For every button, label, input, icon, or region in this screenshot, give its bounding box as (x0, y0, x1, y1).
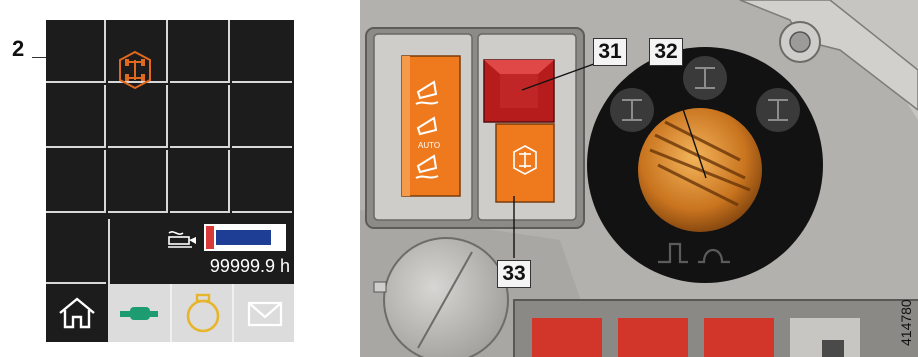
display-tile[interactable] (108, 150, 168, 213)
display-tile[interactable] (46, 150, 106, 213)
svg-text:AUTO: AUTO (418, 141, 440, 150)
hour-bar-fill (216, 230, 271, 245)
mail-icon (244, 293, 286, 333)
display-tile[interactable] (232, 85, 292, 148)
home-button[interactable] (46, 284, 108, 342)
axle-link-button[interactable] (108, 284, 170, 342)
display-tile[interactable] (108, 85, 168, 148)
display-tile[interactable] (170, 20, 230, 83)
fuel-consumption-icon (166, 227, 200, 249)
callout-32: 32 (649, 38, 683, 66)
display-tile[interactable] (46, 20, 106, 83)
engine-button[interactable] (170, 284, 232, 342)
differential-lock-icon (118, 50, 152, 90)
home-icon (56, 293, 98, 333)
document-number: 414780 (898, 299, 914, 346)
display-tile[interactable] (170, 85, 230, 148)
display-tile[interactable] (232, 150, 292, 213)
display-tile[interactable] (170, 150, 230, 213)
display-tile[interactable] (232, 20, 292, 83)
callout-33: 33 (497, 260, 531, 288)
axle-link-icon (118, 293, 160, 333)
display-tile[interactable] (46, 85, 106, 148)
callout-2: 2 (12, 36, 24, 62)
operating-hours-bar (204, 224, 286, 251)
operating-hours-value: 99999.9 h (186, 256, 290, 277)
console-photo: AUTO (360, 0, 918, 357)
mail-button[interactable] (232, 284, 294, 342)
display-tile[interactable] (46, 215, 106, 284)
callout-31: 31 (593, 38, 627, 66)
hour-bar-warning-segment (206, 226, 214, 249)
engine-icon (182, 293, 224, 333)
terminal-display: 99999.9 h (46, 20, 294, 342)
